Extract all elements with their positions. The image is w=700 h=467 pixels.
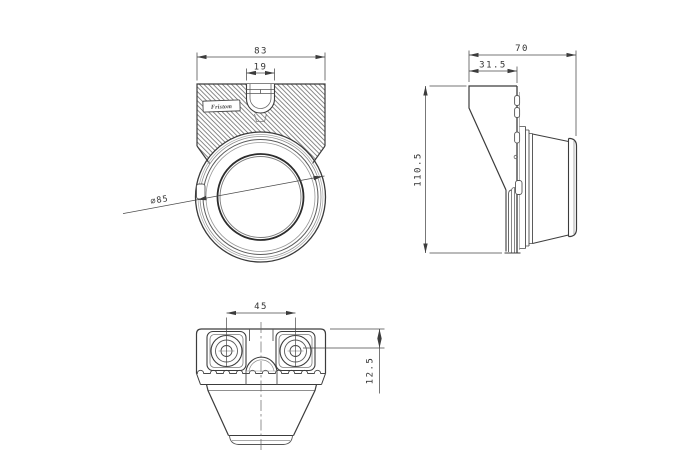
side-rings bbox=[519, 126, 533, 249]
dim-hole-offset bbox=[303, 328, 385, 394]
logo-plate: Fristom bbox=[202, 99, 241, 113]
dim-side-height-label: 110.5 bbox=[414, 152, 424, 187]
dim-hole-offset-label: 12.5 bbox=[366, 357, 376, 385]
dim-side-depth bbox=[468, 50, 577, 136]
dim-bracket-depth bbox=[468, 66, 518, 83]
side-view: 70 31.5 110.5 bbox=[414, 44, 578, 254]
bottom-view: 45 12.5 bbox=[195, 302, 385, 451]
side-bell-band bbox=[504, 187, 521, 254]
side-bracket-outline bbox=[468, 85, 517, 191]
dim-diameter: ⌀85 bbox=[122, 175, 325, 214]
dim-bracket-depth-label: 31.5 bbox=[479, 61, 507, 71]
dim-side-height bbox=[423, 85, 502, 254]
dim-slot-width bbox=[246, 68, 275, 81]
lamp-face bbox=[196, 132, 325, 262]
dim-front-width-label: 83 bbox=[254, 47, 268, 57]
dim-front-width bbox=[196, 52, 326, 81]
cable-gland bbox=[245, 329, 278, 385]
front-view: Fristom 83 19 ⌀85 bbox=[122, 47, 327, 263]
dim-slot-width-label: 19 bbox=[254, 63, 268, 73]
dim-hole-spacing-label: 45 bbox=[254, 302, 268, 312]
slot-lower-tab bbox=[254, 113, 267, 122]
logo-text: Fristom bbox=[211, 104, 232, 111]
bottom-body bbox=[205, 384, 318, 445]
dim-side-depth-label: 70 bbox=[515, 44, 529, 54]
side-lens bbox=[567, 137, 578, 238]
dim-hole-spacing bbox=[226, 310, 296, 366]
rim-clip bbox=[196, 183, 206, 200]
dim-diameter-label: ⌀85 bbox=[150, 194, 170, 207]
mount-slot-crossbars bbox=[246, 89, 275, 94]
mount-slot-inner bbox=[249, 84, 272, 109]
side-cone bbox=[532, 133, 569, 245]
side-plate-bumps bbox=[513, 95, 523, 195]
